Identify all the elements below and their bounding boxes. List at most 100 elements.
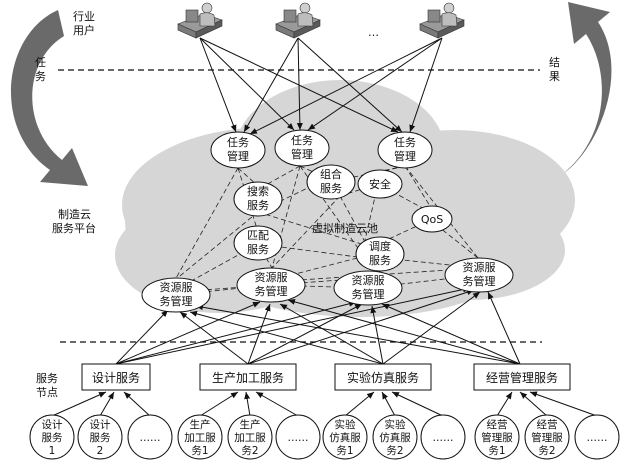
svg-text:管理: 管理 [394, 149, 416, 163]
svg-text:服务: 服务 [320, 182, 342, 195]
leaf-service-simulation-more: …… [420, 414, 466, 460]
svg-text:任务: 任务 [394, 136, 416, 149]
task-label-line2: 务 [35, 70, 46, 83]
result-cycle-arrow-right [560, 2, 612, 176]
schedule-service-node: 调度 服务 [355, 236, 405, 272]
svg-text:务2: 务2 [538, 444, 555, 457]
leaf-service-production-more: …… [275, 414, 321, 460]
svg-text:经营管理服务: 经营管理服务 [486, 370, 558, 385]
svg-text:服务: 服务 [247, 243, 269, 256]
svg-text:实验: 实验 [335, 418, 356, 431]
result-label-line1: 结 [549, 56, 560, 69]
svg-text:……: …… [288, 432, 309, 444]
svg-text:组合: 组合 [320, 167, 342, 181]
search-service-node: 搜索 服务 [233, 181, 283, 217]
svg-text:务管理: 务管理 [463, 274, 496, 288]
leaf-service-operations-more: …… [574, 414, 620, 460]
qos-node: QoS [411, 205, 453, 233]
resource-management-node: 资源服 务管理 [333, 270, 403, 306]
svg-text:实验: 实验 [385, 418, 406, 431]
svg-text:任务: 任务 [227, 136, 249, 149]
platform-label-line2: 服务平台 [52, 221, 96, 235]
leaf-service-design-2: 设计 服务 2 [77, 414, 123, 460]
svg-text:资源服: 资源服 [255, 270, 288, 284]
leaf-service-production-2: 生产 加工服 务2 [227, 414, 273, 460]
svg-text:实验仿真服务: 实验仿真服务 [347, 370, 419, 385]
users-label-line1: 行业 [73, 10, 95, 23]
leaf-service-production-1: 生产 加工服 务1 [177, 414, 223, 460]
leaf-service-design-1: 设计 服务 1 [29, 414, 75, 460]
svg-text:务2: 务2 [241, 444, 258, 457]
svg-text:设计: 设计 [42, 418, 63, 431]
svg-text:搜索: 搜索 [247, 184, 269, 198]
resource-management-node: 资源服 务管理 [236, 267, 306, 303]
service-box-simulation: 实验仿真服务 [334, 363, 432, 391]
svg-text:……: …… [140, 432, 161, 444]
user-icon [419, 2, 465, 39]
svg-text:生产: 生产 [190, 418, 211, 431]
svg-text:务1: 务1 [191, 444, 208, 457]
service-box-design: 设计服务 [81, 363, 151, 391]
svg-text:设计: 设计 [90, 418, 111, 431]
leaf-service-simulation-1: 实验 仿真服 务1 [322, 414, 368, 460]
svg-text:安全: 安全 [369, 177, 391, 191]
svg-text:管理: 管理 [227, 149, 249, 163]
leaf-service-design-more: …… [127, 414, 173, 460]
service-box-operations: 经营管理服务 [473, 363, 571, 391]
svg-text:服务: 服务 [247, 199, 269, 212]
svg-text:务管理: 务管理 [255, 284, 288, 298]
resource-management-node: 资源服 务管理 [141, 277, 211, 313]
task-management-node: 任务 管理 [377, 131, 433, 169]
svg-text:管理服: 管理服 [481, 431, 513, 444]
service-box-production: 生产加工服务 [199, 363, 297, 391]
task-cycle-arrow-left [10, 10, 88, 186]
svg-text:……: …… [433, 432, 454, 444]
svg-text:管理服: 管理服 [531, 431, 563, 444]
svg-text:生产: 生产 [240, 418, 261, 431]
svg-text:1: 1 [49, 445, 56, 457]
leaf-service-operations-1: 经营 管理服 务1 [474, 414, 520, 460]
svg-text:务1: 务1 [336, 444, 353, 457]
svg-text:生产加工服务: 生产加工服务 [212, 370, 284, 385]
compose-service-node: 组合 服务 [306, 164, 356, 200]
svg-text:服务: 服务 [369, 254, 391, 267]
svg-text:资源服: 资源服 [352, 273, 385, 287]
svg-text:加工服: 加工服 [184, 432, 216, 444]
svg-text:任务: 任务 [291, 134, 313, 147]
service-resource-arrows [115, 286, 521, 365]
task-management-node: 任务 管理 [210, 131, 266, 169]
svg-text:仿真服: 仿真服 [329, 431, 361, 444]
result-label-line2: 果 [549, 70, 560, 83]
users-ellipsis: … [368, 26, 379, 39]
svg-text:务管理: 务管理 [160, 294, 193, 308]
svg-text:务2: 务2 [386, 444, 403, 457]
svg-text:……: …… [587, 432, 608, 444]
user-icon [177, 2, 223, 39]
svg-text:资源服: 资源服 [463, 260, 496, 274]
svg-text:仿真服: 仿真服 [379, 431, 411, 444]
svg-text:资源服: 资源服 [160, 280, 193, 294]
svg-text:经营: 经营 [487, 418, 508, 431]
resource-management-node: 资源服 务管理 [444, 257, 514, 293]
svg-text:设计服务: 设计服务 [92, 370, 140, 385]
platform-label-line1: 制造云 [58, 207, 91, 221]
svg-text:务管理: 务管理 [352, 287, 385, 301]
security-node: 安全 [357, 169, 403, 199]
svg-text:QoS: QoS [421, 213, 443, 226]
svg-text:务1: 务1 [488, 444, 505, 457]
user-task-arrows [199, 37, 443, 135]
svg-text:服务: 服务 [42, 431, 63, 444]
users-label-line2: 用户 [73, 23, 95, 37]
task-management-node: 任务 管理 [274, 129, 330, 167]
svg-text:调度: 调度 [369, 239, 391, 253]
nodes-label-line1: 服务 [36, 372, 58, 385]
match-service-node: 匹配 服务 [233, 225, 283, 261]
svg-text:匹配: 匹配 [247, 229, 269, 242]
virtual-cloud-pool-label: 虚拟制造云池 [312, 221, 378, 235]
nodes-label-line2: 节点 [36, 386, 58, 399]
svg-text:管理: 管理 [291, 147, 313, 161]
leaf-service-simulation-2: 实验 仿真服 务2 [372, 414, 418, 460]
leaf-box-arrows [51, 391, 598, 417]
user-icon [275, 2, 321, 39]
